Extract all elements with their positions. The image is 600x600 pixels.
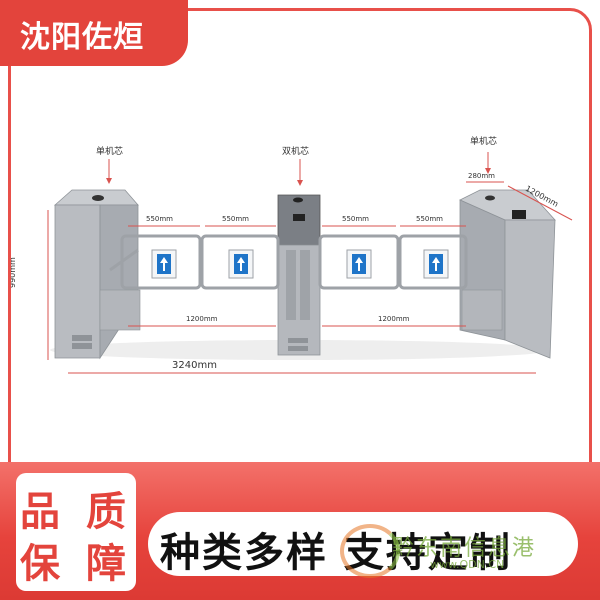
swing-arms bbox=[120, 234, 468, 290]
arm-panels bbox=[151, 249, 449, 279]
arrowheads bbox=[106, 168, 491, 186]
brand-name: 沈阳佐烜 bbox=[20, 20, 144, 55]
quality-line-2: 保 障 bbox=[20, 541, 132, 587]
center-cabinet bbox=[277, 194, 321, 356]
watermark-text: 黔东南信息港 bbox=[392, 536, 537, 561]
label-arm-3: 550mm bbox=[342, 215, 369, 223]
watermark-logo bbox=[340, 524, 400, 578]
label-total-width: 3240mm bbox=[172, 360, 217, 371]
label-cabinet-width: 280mm bbox=[468, 172, 495, 180]
label-arm-1: 550mm bbox=[146, 215, 173, 223]
label-left-top: 单机芯 bbox=[96, 147, 124, 157]
label-lane-1: 1200mm bbox=[186, 315, 218, 323]
label-arm-4: 550mm bbox=[416, 215, 443, 223]
left-cabinet bbox=[53, 189, 141, 360]
label-lane-2: 1200mm bbox=[378, 315, 410, 323]
quality-badge: 品 质 保 障 bbox=[16, 473, 136, 591]
brand-tag: 沈阳佐烜 bbox=[0, 0, 188, 66]
quality-line-1: 品 质 bbox=[20, 489, 132, 535]
label-right-top: 单机芯 bbox=[470, 137, 498, 147]
right-cabinet bbox=[459, 189, 556, 359]
slogan-text: 种类多样 支持定制 bbox=[160, 530, 512, 576]
dimension-lines bbox=[47, 152, 573, 374]
turnstile-diagram: 单机芯 双机芯 单机芯 550mm 550mm 550mm 550mm 1200… bbox=[8, 137, 573, 374]
label-center-top: 双机芯 bbox=[282, 147, 310, 157]
watermark-url: www.QDN.CN bbox=[430, 558, 505, 571]
label-arm-2: 550mm bbox=[222, 215, 249, 223]
